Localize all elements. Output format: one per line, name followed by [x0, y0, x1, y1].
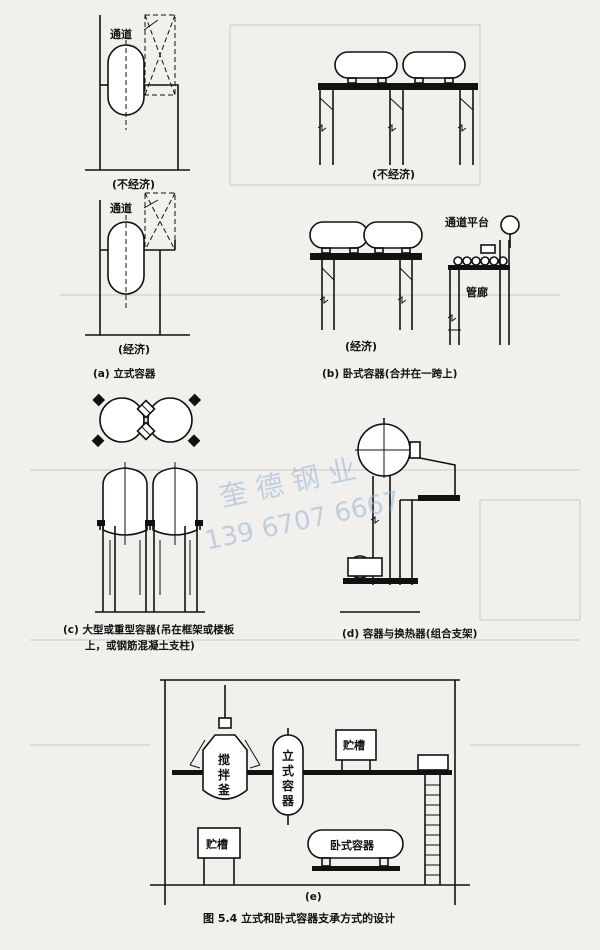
panel-b-top-diagram: (不经济)	[317, 51, 478, 181]
stirred-tank-char-3: 釜	[217, 782, 231, 797]
vertical-vessel-char-1: 立	[282, 748, 294, 763]
horizontal-vessel-ground: 卧式容器	[307, 829, 404, 871]
vertical-vessel-char-3: 容	[281, 778, 294, 793]
panel-b-horizontal-vessel: (不经济) (经济)	[309, 51, 520, 380]
panel-b-bottom-caption: (经济)	[345, 339, 377, 353]
horizontal-vessel-label: 卧式容器	[330, 838, 375, 852]
panel-d-caption: (d) 容器与换热器(组合支架)	[342, 627, 477, 640]
stirred-tank-char-1: 搅	[218, 752, 230, 767]
panel-e-plant-layout: 搅 拌 釜 立 式 容 器 贮槽	[150, 679, 470, 905]
pipe-corridor-label: 管廊	[466, 285, 488, 299]
panel-c-elevation-view	[95, 462, 205, 613]
storage-tank-lower-label: 贮槽	[205, 837, 228, 851]
panel-a-top-diagram: 通道 (不经济)	[85, 14, 190, 191]
panel-c-large-vessel: (c) 大型或重型容器(吊在框架或楼板 上，或钢筋混凝土支柱)	[63, 393, 235, 652]
panel-c-caption-line1: (c) 大型或重型容器(吊在框架或楼板	[63, 623, 235, 636]
panel-b-top-caption: (不经济)	[372, 167, 415, 181]
stirred-tank: 搅 拌 釜	[189, 685, 261, 800]
background-ghost-lines	[30, 24, 581, 746]
panel-c-plan-view	[91, 393, 202, 448]
panel-a-bottom-passage-label: 通道	[110, 201, 132, 215]
panel-b-caption: (b) 卧式容器(合并在一跨上)	[322, 367, 457, 380]
vertical-vessel-char-2: 式	[282, 763, 294, 778]
storage-tank-lower: 贮槽	[197, 827, 241, 885]
stirred-tank-char-2: 拌	[218, 767, 230, 782]
platform-label: 通道平台	[445, 215, 489, 229]
vertical-vessel-char-4: 器	[281, 794, 295, 808]
panel-e-caption: (e)	[305, 891, 322, 903]
panel-d-vessel-exchanger: (d) 容器与换热器(组合支架)	[340, 418, 477, 640]
panel-a-top-caption: (不经济)	[112, 177, 155, 191]
panel-b-bottom-diagram: (经济) 通道平台 管廊	[309, 215, 520, 353]
storage-tank-upper: 贮槽	[335, 729, 377, 770]
panel-a-caption: (a) 立式容器	[93, 367, 156, 380]
storage-tank-upper-label: 贮槽	[342, 738, 365, 752]
stairway	[417, 754, 449, 885]
panel-c-caption-line2: 上，或钢筋混凝土支柱)	[85, 639, 195, 652]
figure-caption: 图 5.4 立式和卧式容器支承方式的设计	[203, 911, 395, 925]
vertical-vessel: 立 式 容 器	[272, 728, 304, 825]
pipe-rack-side-view: 通道平台 管廊	[445, 215, 520, 345]
panel-a-top-passage-label: 通道	[110, 27, 132, 41]
panel-a-vertical-vessel: 通道 (不经济) 通道 (经济) (a) 立式容器	[85, 14, 190, 380]
panel-a-bottom-diagram: 通道 (经济)	[85, 192, 190, 356]
panel-a-bottom-caption: (经济)	[118, 342, 150, 356]
